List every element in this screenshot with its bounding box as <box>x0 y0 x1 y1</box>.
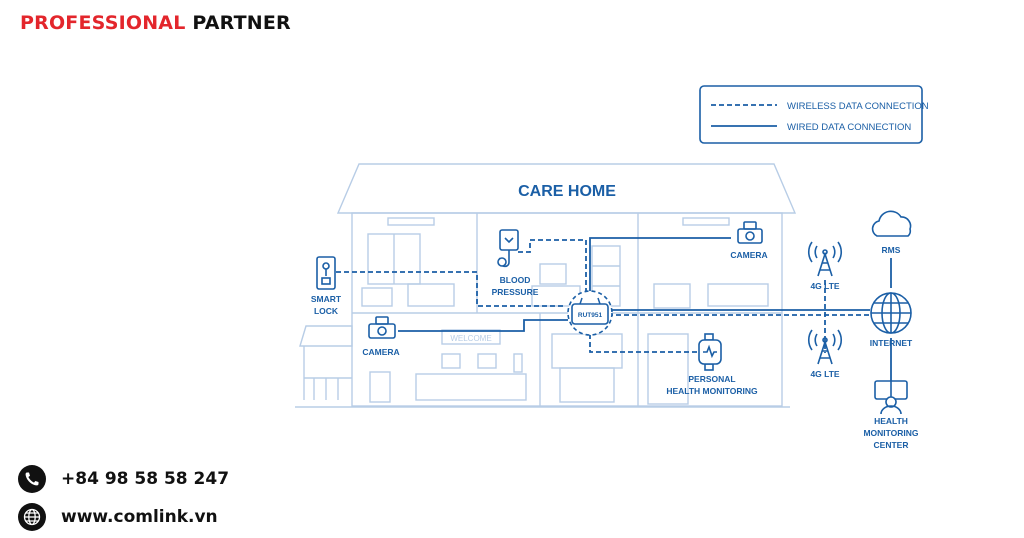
brand-word-partner: PARTNER <box>192 12 291 34</box>
smart-lock-icon <box>316 256 336 290</box>
phone-icon <box>18 465 46 493</box>
center-label-line2: MONITORING <box>863 428 918 438</box>
internet-label: INTERNET <box>870 338 913 348</box>
legend: WIRELESS DATA CONNECTION WIRED DATA CONN… <box>699 85 929 144</box>
wireless-connections <box>336 239 870 353</box>
legend-wireless-label: WIRELESS DATA CONNECTION <box>787 101 929 112</box>
center-label-line1: HEALTH <box>874 416 908 426</box>
brand-title: PROFESSIONAL PARTNER <box>20 12 291 34</box>
blood-pressure-icon <box>497 229 519 268</box>
cloud-icon <box>871 210 912 237</box>
camera-left-label: CAMERA <box>362 347 399 357</box>
center-label-line3: CENTER <box>874 440 909 450</box>
welcome-sign: WELCOME <box>450 334 491 343</box>
camera-top-icon <box>737 221 763 244</box>
rms-label: RMS <box>882 245 901 255</box>
smart-lock-label-line1: SMART <box>311 294 342 304</box>
smartwatch-icon <box>698 333 722 371</box>
smart-lock-label-line2: LOCK <box>314 306 339 316</box>
health-monitor-label-line1: PERSONAL <box>688 374 735 384</box>
globe-web-icon <box>18 503 46 531</box>
health-monitor-label-line2: HEALTH MONITORING <box>666 386 758 396</box>
house-title: CARE HOME <box>518 183 616 200</box>
lte-bottom-label: 4G LTE <box>810 369 839 379</box>
website-url: www.comlink.vn <box>61 507 218 527</box>
house-outline <box>295 163 797 408</box>
camera-top-label: CAMERA <box>730 250 767 260</box>
monitoring-center-icon <box>874 380 908 415</box>
phone-number: +84 98 58 58 247 <box>61 469 230 489</box>
lte-tower-bottom-icon <box>808 329 842 365</box>
blood-pressure-label-line2: PRESSURE <box>492 287 539 297</box>
lte-top-label: 4G LTE <box>810 281 839 291</box>
globe-icon <box>870 292 912 334</box>
lte-tower-top-icon <box>808 241 842 277</box>
brand-word-professional: PROFESSIONAL <box>20 12 186 34</box>
blood-pressure-label-line1: BLOOD <box>500 275 531 285</box>
legend-wired-label: WIRED DATA CONNECTION <box>787 122 911 133</box>
website-contact[interactable]: www.comlink.vn <box>18 503 218 531</box>
router-label: RUT951 <box>578 312 603 319</box>
router-icon: RUT951 <box>567 290 613 336</box>
phone-contact[interactable]: +84 98 58 58 247 <box>18 465 229 493</box>
wired-connections <box>398 237 892 381</box>
camera-left-icon <box>368 316 396 339</box>
